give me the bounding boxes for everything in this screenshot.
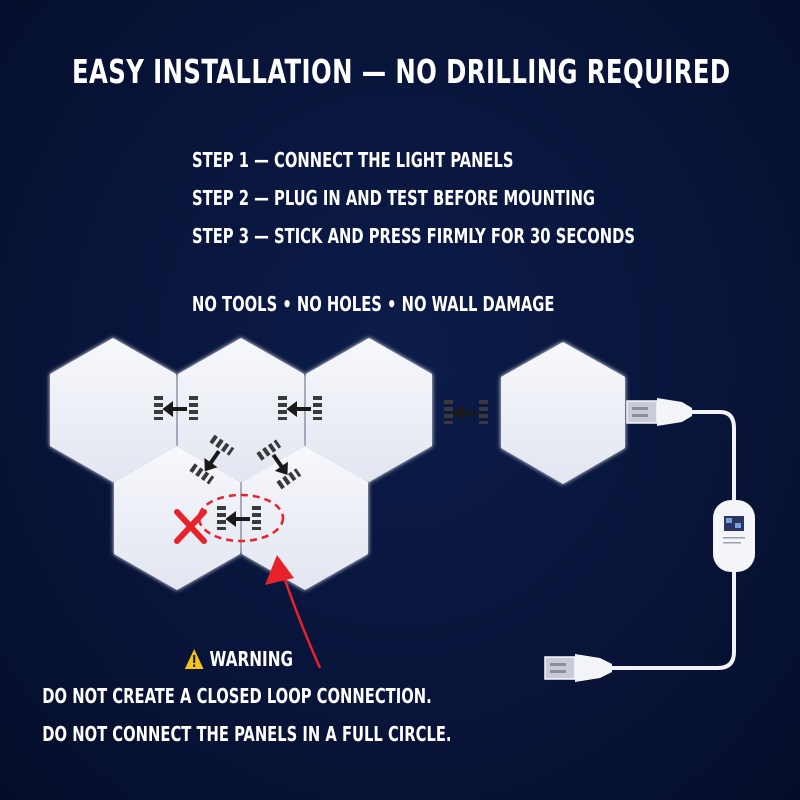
hex-panel-6 [501,342,625,484]
step-3: STEP 3 — STICK AND PRESS FIRMLY FOR 30 S… [192,224,636,248]
page-title: EASY INSTALLATION — NO DRILLING REQUIRED [72,52,731,91]
step-list: STEP 1 — CONNECT THE LIGHT PANELS STEP 2… [192,145,635,259]
step-2: STEP 2 — PLUG IN AND TEST BEFORE MOUNTIN… [192,186,596,210]
hex-panel-5 [242,446,368,590]
usb-cable [544,398,755,682]
usb-plug-icon [626,398,692,426]
feature-line: NO TOOLS • NO HOLES • NO WALL DAMAGE [192,292,555,316]
connector-icon [443,399,489,425]
warning-triangle-icon [184,649,204,669]
usb-plug-icon [544,654,612,682]
step-1: STEP 1 — CONNECT THE LIGHT PANELS [192,148,514,172]
warning-heading: WARNING [184,647,293,671]
forbidden-x-icon [174,509,207,544]
warning-line-2: DO NOT CONNECT THE PANELS IN A FULL CIRC… [42,722,452,746]
warning-pointer-arrow [265,555,322,669]
controller-icon [713,500,755,572]
warning-line-1: DO NOT CREATE A CLOSED LOOP CONNECTION. [42,684,432,708]
hex-panel-3 [306,338,432,482]
hex-panel-1 [50,338,176,482]
loop-highlight [197,493,285,543]
warning-label: WARNING [209,647,294,671]
